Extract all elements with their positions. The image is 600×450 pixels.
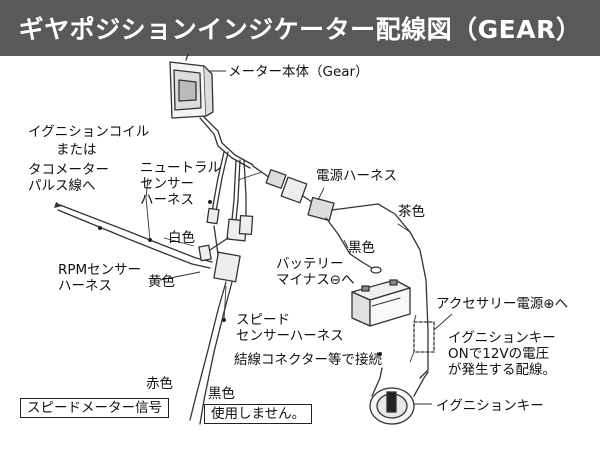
label-or: または xyxy=(56,142,97,158)
label-neutral: ニュートラル xyxy=(140,160,221,176)
speed-sensor-connector-icon xyxy=(189,225,241,425)
label-voltage-wire: が発生する配線。 xyxy=(448,362,556,378)
main-cable xyxy=(199,116,254,169)
rpm-connector-icon xyxy=(198,237,229,262)
not-used-box: 使用しません。 xyxy=(204,404,313,424)
neutral-wire xyxy=(206,151,229,225)
ignition-key-icon xyxy=(369,367,429,425)
page-title: ギヤポジションインジケーター配線図（GEAR） xyxy=(18,15,582,44)
label-sensor: センサー xyxy=(140,176,194,192)
label-power-harness: 電源ハーネス xyxy=(316,168,397,184)
label-ignition-key: イグニションキー xyxy=(436,398,544,414)
label-battery-minus: マイナス⊖へ xyxy=(276,272,355,288)
label-black-speed: 黒色 xyxy=(208,386,235,402)
label-speed-harness: センサーハーネス xyxy=(236,328,344,344)
label-rpm-sensor: RPMセンサー xyxy=(58,262,142,278)
label-pulse-wire: パルス線へ xyxy=(28,178,96,194)
label-ignition-key-wire: イグニションキー xyxy=(448,330,556,346)
label-tachometer: タコメーター xyxy=(28,162,109,178)
label-accessory: アクセサリー電源⊕へ xyxy=(436,296,569,312)
label-meter-body: メーター本体（Gear） xyxy=(228,64,369,80)
black-wire xyxy=(325,217,382,274)
power-harness-connector-icon xyxy=(252,165,335,222)
speed-signal-box: スピードメーター信号 xyxy=(20,398,169,418)
label-battery: バッテリー xyxy=(276,256,344,272)
brown-wire xyxy=(331,203,429,379)
label-brown: 茶色 xyxy=(398,204,425,220)
connector-pair-icon xyxy=(226,159,254,242)
label-ignition-coil: イグニションコイル xyxy=(28,124,150,140)
label-white: 白色 xyxy=(168,230,195,246)
label-black-power: 黒色 xyxy=(348,240,375,256)
label-yellow: 黄色 xyxy=(148,274,175,290)
meter-unit-icon xyxy=(169,53,214,119)
leader-lines xyxy=(145,70,453,405)
title-bar: ギヤポジションインジケーター配線図（GEAR） xyxy=(0,0,600,56)
pulse-arrow-icon xyxy=(54,202,62,208)
label-on-12v: ONで12Vの電圧 xyxy=(448,346,550,362)
label-speed: スピード xyxy=(236,312,290,328)
label-splice: 結線コネクター等で接続 xyxy=(234,352,382,368)
battery-icon xyxy=(351,279,411,327)
label-red: 赤色 xyxy=(146,376,173,392)
label-neutral-harness: ハーネス xyxy=(140,192,194,208)
label-rpm-harness: ハーネス xyxy=(58,278,112,294)
splice-box xyxy=(413,321,435,353)
